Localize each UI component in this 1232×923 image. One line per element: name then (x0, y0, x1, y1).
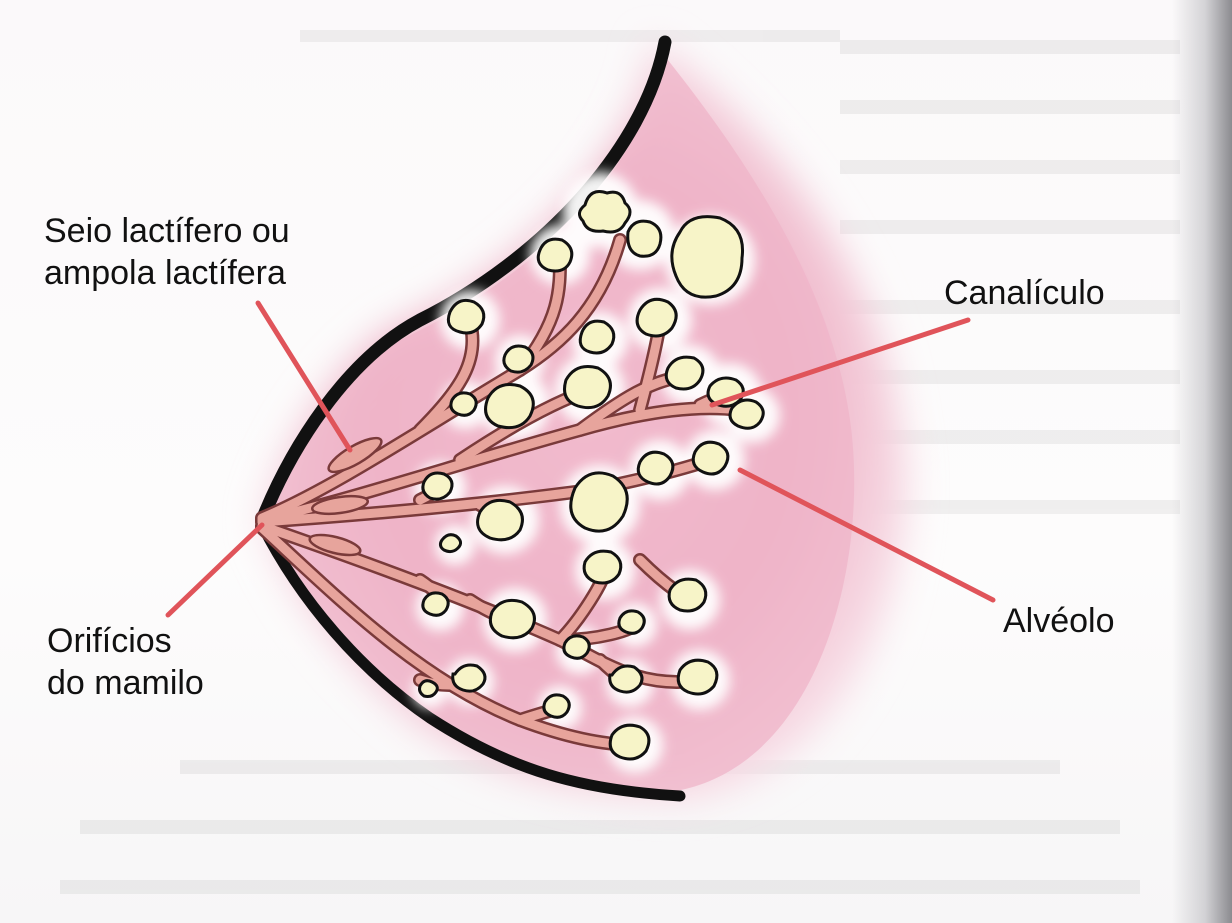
page-edge-shadow (1172, 0, 1232, 923)
label-seio-lactifero: Seio lactífero ou ampola lactífera (44, 210, 290, 294)
label-orificios-do-mamilo: Orifícios do mamilo (47, 620, 204, 704)
label-alveolo: Alvéolo (1003, 600, 1115, 642)
label-orificios-line1: Orifícios (47, 620, 204, 662)
label-seio-line1: Seio lactífero ou (44, 210, 290, 252)
label-orificios-line2: do mamilo (47, 662, 204, 704)
label-seio-line2: ampola lactífera (44, 252, 290, 294)
label-canaliculo: Canalículo (944, 272, 1105, 314)
pointer-orificios (168, 525, 262, 615)
